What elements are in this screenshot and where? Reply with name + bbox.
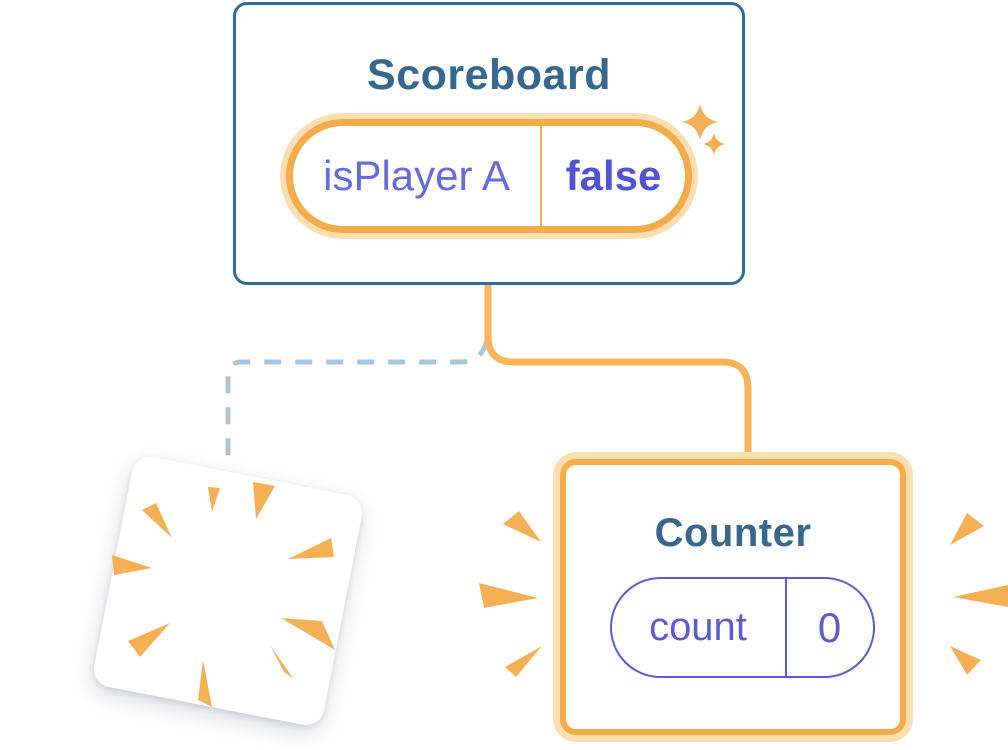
pill-divider bbox=[540, 126, 542, 226]
counter-title: Counter bbox=[654, 511, 812, 555]
dashed-connector-to-destroyed bbox=[225, 339, 490, 462]
state-value-label: false bbox=[565, 152, 662, 199]
solid-connector-to-counter bbox=[484, 284, 752, 458]
state-key-label: isPlayer A bbox=[323, 152, 510, 199]
counter-state-pill: count 0 bbox=[609, 577, 875, 678]
pill-divider bbox=[784, 579, 787, 676]
counter-component-card: Counter count 0 bbox=[560, 459, 906, 735]
scoreboard-state-pill: isPlayer A false bbox=[286, 119, 692, 233]
state-key-label: count bbox=[649, 605, 747, 649]
sparkle-icon bbox=[682, 104, 725, 155]
scoreboard-component-card: Scoreboard isPlayer A false bbox=[233, 2, 745, 285]
state-value-label: 0 bbox=[817, 603, 842, 651]
scoreboard-title: Scoreboard bbox=[367, 51, 611, 99]
destroyed-component-card bbox=[90, 453, 366, 729]
